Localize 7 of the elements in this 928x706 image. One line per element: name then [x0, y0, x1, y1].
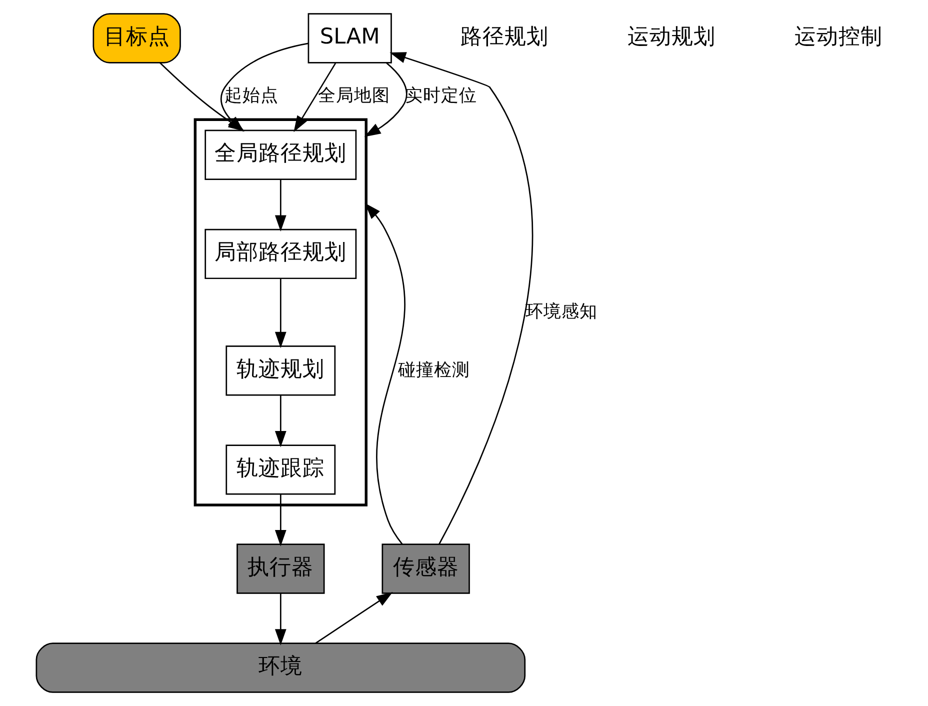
edge-label: 环境感知: [525, 302, 598, 322]
label: 运动控制: [794, 24, 882, 50]
edge-label: 碰撞检测: [397, 360, 470, 380]
label: 路径规划: [460, 24, 548, 50]
label: 运动规划: [626, 24, 715, 50]
edge-label: 全局地图: [317, 86, 390, 106]
edge-label: 起始点: [224, 86, 278, 106]
